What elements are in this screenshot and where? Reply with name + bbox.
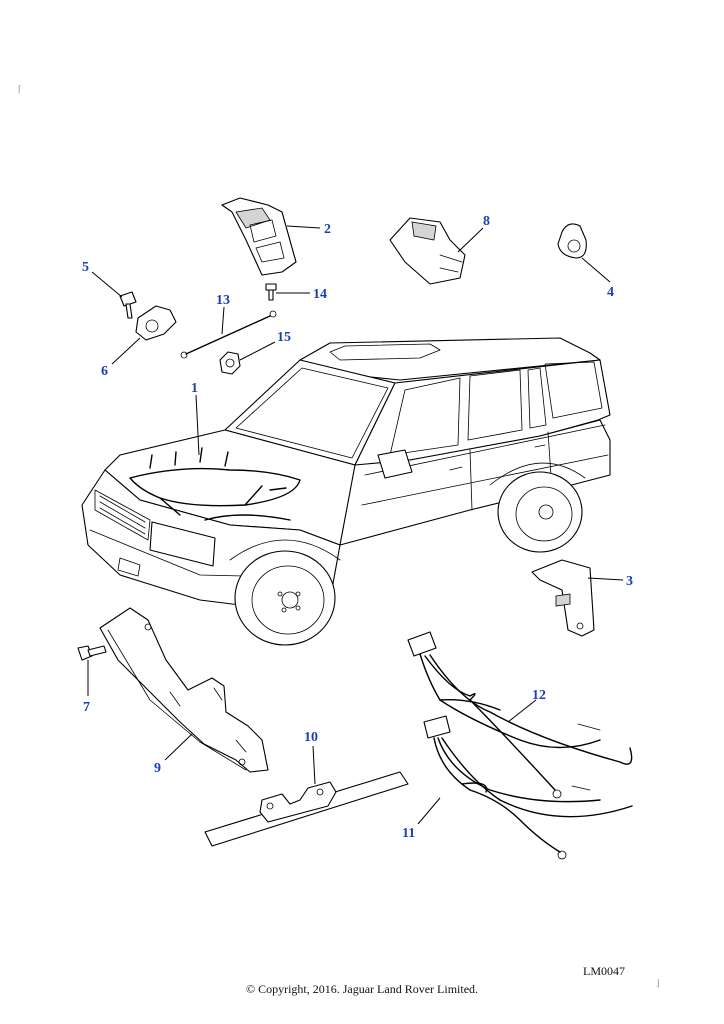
part-15-nut [219, 351, 241, 375]
part-11-harness-lower [423, 715, 633, 860]
part-10-rail [204, 771, 409, 847]
callout-14: 14 [313, 287, 327, 302]
callout-6: 6 [101, 364, 108, 379]
part-4-p-clip [557, 223, 587, 259]
corner-mark-bottom-right: ⌋ [656, 978, 660, 988]
part-2-harness-bracket [221, 197, 297, 276]
corner-mark-top-left: ⌈ [18, 84, 22, 94]
callout-12: 12 [532, 688, 546, 703]
callout-1: 1 [191, 381, 198, 396]
part-5-bolt [119, 291, 137, 319]
diagram-reference-code: LM0047 [583, 964, 625, 978]
part-12-harness-upper [407, 631, 633, 799]
callout-13: 13 [216, 293, 230, 308]
part-14-screw [265, 283, 277, 301]
callout-11: 11 [402, 826, 415, 841]
part-3-rear-bracket [531, 559, 595, 637]
callout-7: 7 [83, 700, 90, 715]
leader-lines [87, 225, 624, 825]
callout-2: 2 [324, 222, 331, 237]
copyright-notice: © Copyright, 2016. Jaguar Land Rover Lim… [245, 982, 479, 996]
callout-labels: 1 2 3 4 5 6 7 8 9 10 11 12 13 14 15 [82, 214, 633, 841]
callout-15: 15 [277, 330, 291, 345]
callout-8: 8 [483, 214, 490, 229]
part-6-bracket [135, 305, 177, 341]
callout-4: 4 [607, 285, 614, 300]
callout-5: 5 [82, 260, 89, 275]
vehicle-illustration [81, 337, 611, 646]
callout-9: 9 [154, 761, 161, 776]
part-7-bolt [77, 645, 107, 661]
callout-3: 3 [626, 574, 633, 589]
callout-10: 10 [304, 730, 318, 745]
part-13-cable-tie [180, 310, 277, 359]
part-8-clip [389, 217, 466, 285]
part-9-cover [99, 607, 269, 773]
